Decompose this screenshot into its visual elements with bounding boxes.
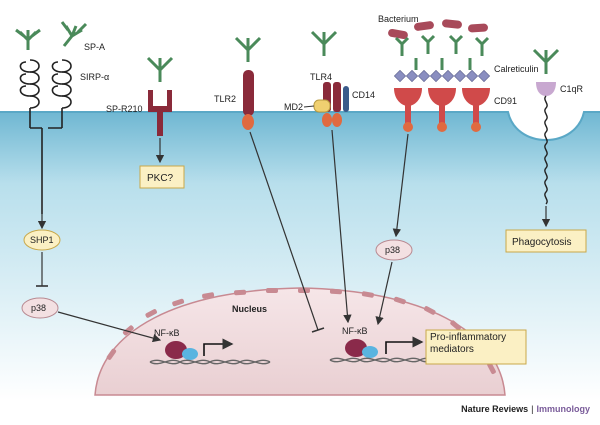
arrow-p38-to-nfkb-right (375, 261, 393, 326)
tlr2-label: TLR2 (214, 94, 236, 104)
p38-left-label: p38 (31, 303, 46, 313)
calreticulin-diamonds (393, 69, 491, 83)
phagocytosis-box (505, 229, 587, 253)
cd14-label: CD14 (352, 90, 375, 100)
sp-a-ligand-3 (146, 56, 174, 82)
arrow-cd91-to-p38 (392, 133, 409, 238)
bacterium-label: Bacterium (378, 14, 419, 24)
pro-inflammatory-label: Pro-inflammatory mediators (430, 332, 507, 355)
sp-a-ligand-5 (310, 30, 338, 56)
nfkb-right-label: NF-κB (342, 326, 368, 336)
arrow-tlr4-to-nfkb (331, 129, 352, 324)
c1qr-receptor-head (536, 82, 556, 96)
p38-right-node (375, 239, 413, 261)
transcription-arrow-right (385, 336, 424, 354)
membrane-edge (0, 111, 600, 142)
nfkb-right-p65 (345, 339, 367, 357)
tlr2-tir-domain (242, 114, 254, 130)
publisher-name: Nature Reviews (461, 404, 529, 414)
c1qr-receptor-tail (544, 95, 548, 205)
calreticulin-label: Calreticulin (494, 64, 539, 74)
transcription-arrow-left (203, 338, 234, 356)
pkc-label: PKC? (147, 173, 174, 184)
cd91-label: CD91 (494, 96, 517, 106)
sp-a-ligand-4 (234, 36, 262, 62)
cd91-receptors (394, 88, 490, 132)
sp-a-label: SP-A (84, 42, 105, 52)
inhibit-bar-tlr2 (311, 327, 325, 333)
sp-a-ligand-2 (60, 21, 88, 47)
arrow-p38-to-nfkb-left (57, 311, 162, 343)
nucleus-label: Nucleus (232, 304, 267, 314)
phagocytosis-label: Phagocytosis (512, 237, 571, 248)
md2-pointer (303, 105, 315, 108)
tlr2-receptor (243, 70, 254, 116)
p38-right-label: p38 (385, 245, 400, 255)
bacterial-sp-a-ligands (394, 34, 490, 70)
sp-r210-label: SP-R210 (106, 104, 143, 114)
nfkb-left-label: NF-κB (154, 328, 180, 338)
figure-credit: Nature Reviews|Immunology (461, 404, 590, 414)
shp1-label: SHP1 (30, 235, 54, 245)
nfkb-left-p50 (182, 348, 198, 360)
bacteria (388, 19, 488, 40)
nfkb-left-p65 (165, 341, 187, 359)
c1qr-label: C1qR (560, 84, 584, 94)
sp-a-ligand-6 (532, 48, 560, 74)
journal-name: Immunology (536, 404, 591, 414)
inhibit-tlr2-nfkb (249, 131, 319, 331)
tlr4-complex (313, 82, 349, 127)
tlr4-label: TLR4 (310, 72, 332, 82)
sp-a-ligand-1 (15, 28, 41, 50)
sirp-alpha-label: SIRP-α (80, 72, 109, 82)
pro-inflammatory-box (425, 329, 527, 365)
pro-inflammatory-label-wrap: Pro-inflammatory mediators (430, 332, 507, 355)
sirp-alpha-receptor (19, 59, 72, 214)
md2-label: MD2 (284, 102, 303, 112)
pkc-box (139, 165, 185, 189)
shp1-node (23, 229, 61, 251)
sp-r210-receptor (148, 90, 172, 136)
dna-left (149, 359, 271, 365)
credit-separator: | (531, 404, 534, 414)
nfkb-right-p50 (362, 346, 378, 358)
p38-left-node (21, 297, 59, 319)
